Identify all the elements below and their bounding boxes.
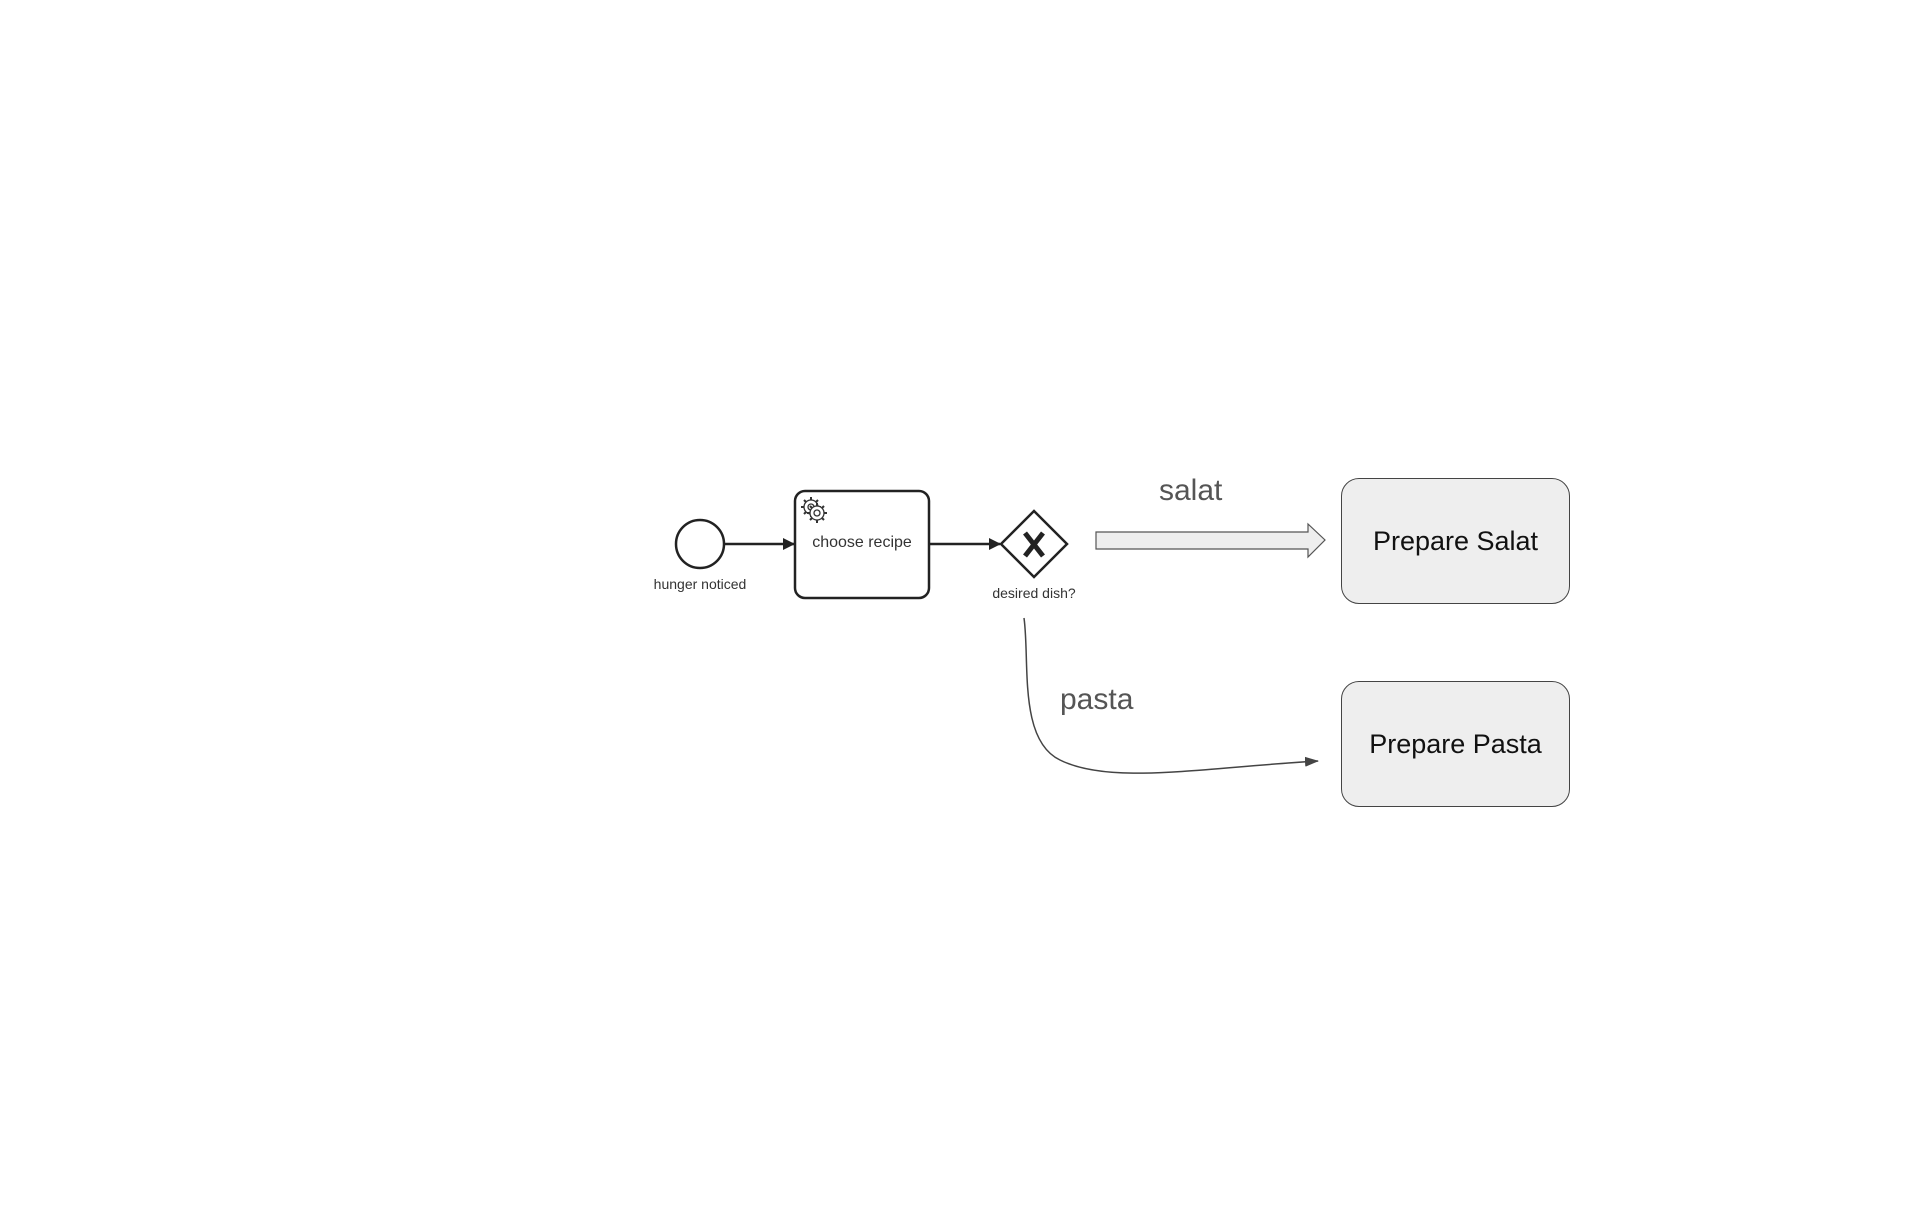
x-icon <box>1023 531 1045 558</box>
prepare-salat-task[interactable]: Prepare Salat <box>1341 478 1570 604</box>
salat-block-arrow[interactable] <box>1095 522 1326 559</box>
gear-icon <box>801 497 827 523</box>
prepare-salat-label: Prepare Salat <box>1372 525 1539 556</box>
prepare-pasta-label: Prepare Pasta <box>1369 728 1542 759</box>
gateway-label: desired dish? <box>992 585 1076 601</box>
start-event[interactable] <box>674 518 726 570</box>
pasta-flow-curve[interactable] <box>1023 617 1319 774</box>
start-event-label: hunger noticed <box>653 576 747 592</box>
salat-flow-label: salat <box>1159 474 1223 507</box>
task-label-choose-recipe: choose recipe <box>812 534 912 551</box>
prepare-pasta-task[interactable]: Prepare Pasta <box>1341 681 1570 807</box>
pasta-flow-label: pasta <box>1060 683 1134 716</box>
